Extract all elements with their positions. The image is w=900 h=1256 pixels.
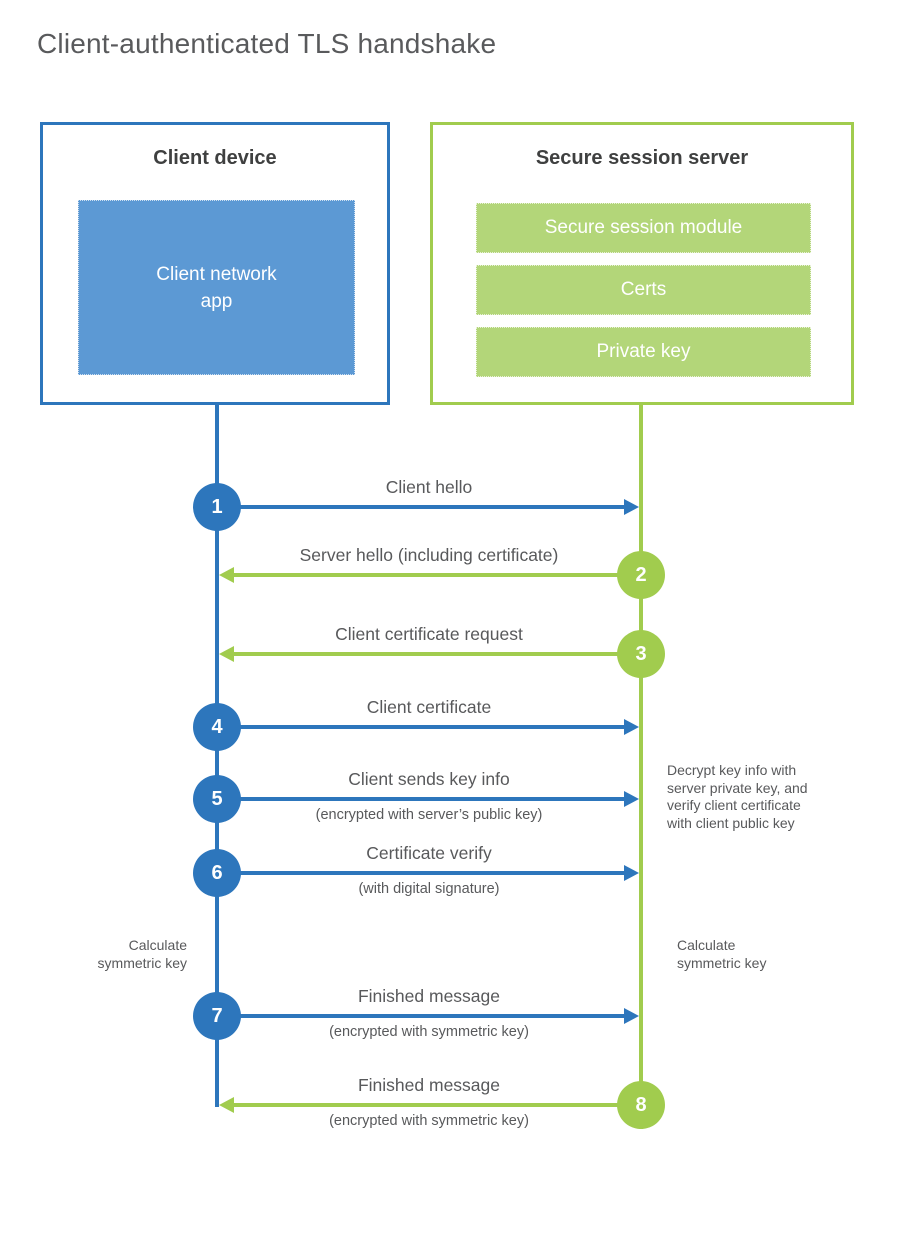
client-device-title: Client device (153, 147, 277, 169)
step-7-number-badge: 7 (193, 992, 241, 1040)
step-3-number-badge: 3 (617, 630, 665, 678)
step-5-sublabel: (encrypted with server’s public key) (315, 807, 543, 823)
step-8-label: Finished message (357, 1075, 501, 1095)
step-3-arrowhead-icon (219, 646, 234, 662)
calc-symmetric-key-server-note: Calculate symmetric key (677, 937, 767, 971)
step-1-number-badge: 1 (193, 483, 241, 531)
step-1-arrowhead-icon (624, 499, 639, 515)
step-6-sublabel: (with digital signature) (358, 881, 500, 897)
server-lifeline (639, 405, 643, 1129)
step-5-number-badge: 5 (193, 775, 241, 823)
step-5-arrow-line (219, 797, 624, 801)
step-7-sublabel: (encrypted with symmetric key) (329, 1024, 529, 1040)
step-7-arrow-line (219, 1014, 624, 1018)
step-7-label: Finished message (357, 986, 501, 1006)
step-6-label: Certificate verify (366, 843, 492, 863)
step-2-arrowhead-icon (219, 567, 234, 583)
step-2-arrow-line (234, 573, 639, 577)
step-4-arrow-line (219, 725, 624, 729)
step-8-number-badge: 8 (617, 1081, 665, 1129)
step-4-label: Client certificate (366, 697, 492, 717)
step-6-arrow-line (219, 871, 624, 875)
step-4-number-badge: 4 (193, 703, 241, 751)
secure-session-server-box: Secure session server Secure session mod… (430, 122, 854, 405)
step-6-number-badge: 6 (193, 849, 241, 897)
server-module-private-key: Private key (476, 327, 811, 377)
decrypt-note: Decrypt key info with server private key… (667, 762, 808, 831)
step-8-arrow-line (234, 1103, 639, 1107)
client-device-box: Client device Client network app (40, 122, 390, 405)
calc-symmetric-key-client-note: Calculate symmetric key (97, 937, 187, 971)
step-5-arrowhead-icon (624, 791, 639, 807)
client-network-app-module: Client network app (78, 200, 355, 375)
step-8-arrowhead-icon (219, 1097, 234, 1113)
step-7-arrowhead-icon (624, 1008, 639, 1024)
step-3-label: Client certificate request (335, 624, 523, 644)
server-module-certs: Certs (476, 265, 811, 315)
step-4-arrowhead-icon (624, 719, 639, 735)
step-8-sublabel: (encrypted with symmetric key) (329, 1113, 529, 1129)
step-1-label: Client hello (385, 477, 473, 497)
step-3-arrow-line (234, 652, 639, 656)
client-lifeline (215, 405, 219, 1107)
step-6-arrowhead-icon (624, 865, 639, 881)
step-2-number-badge: 2 (617, 551, 665, 599)
step-2-label: Server hello (including certificate) (299, 545, 559, 565)
step-1-arrow-line (219, 505, 624, 509)
page-title: Client-authenticated TLS handshake (37, 28, 497, 59)
step-5-label: Client sends key info (348, 769, 510, 789)
secure-session-server-title: Secure session server (535, 147, 749, 169)
server-module-secure-session: Secure session module (476, 203, 811, 253)
